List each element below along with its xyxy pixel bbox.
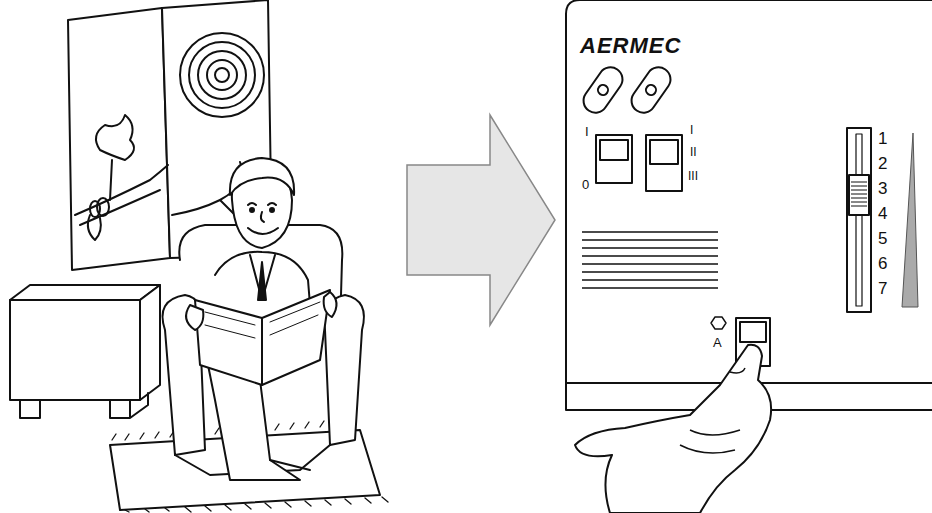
switch-label: 0 — [582, 178, 589, 191]
brand-logo: AERMEC — [580, 35, 681, 57]
scale-number: 7 — [878, 280, 887, 297]
scale-number: 5 — [878, 230, 887, 247]
switch-label: I — [585, 125, 589, 138]
scale-number: 6 — [878, 255, 887, 272]
speed-label: III — [688, 170, 698, 182]
speed-label: I — [690, 124, 693, 136]
scale-number: 1 — [878, 130, 887, 147]
scale-number: 3 — [878, 180, 887, 197]
mode-label: A — [713, 336, 722, 349]
scale-number: 2 — [878, 155, 887, 172]
scale-number: 4 — [878, 205, 887, 222]
speed-label: II — [690, 146, 697, 158]
